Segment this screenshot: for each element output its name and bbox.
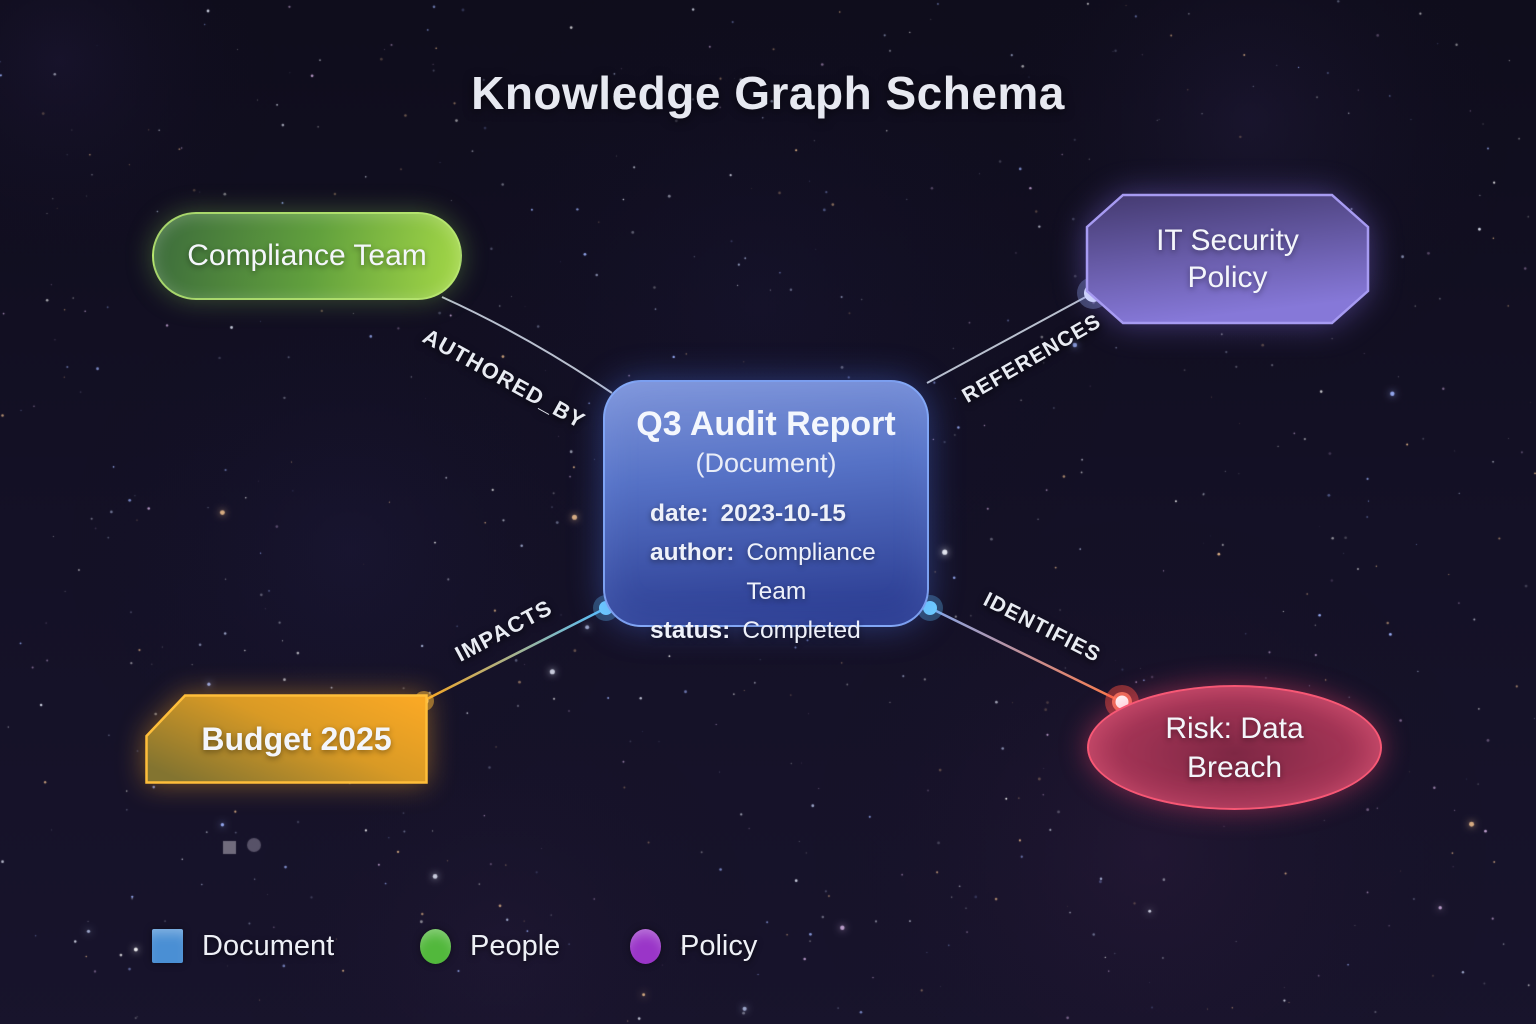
document-node-title: Q3 Audit Report [636, 405, 896, 443]
property-key: author: [650, 539, 735, 566]
page-title: Knowledge Graph Schema [471, 67, 1065, 119]
node-compliance-team: Compliance Team [152, 212, 462, 300]
property-value: Completed [742, 617, 861, 644]
node-it-security-policy-label: IT Security Policy [1156, 223, 1299, 295]
document-node-type: (Document) [695, 448, 837, 478]
node-budget-2025: Budget 2025 [145, 694, 428, 784]
node-risk-data-breach-label: Risk: Data Breach [1165, 711, 1304, 784]
legend-item-people: People [420, 926, 560, 966]
edge-authored-by [441, 296, 613, 394]
node-it-security-policy: IT Security Policy [1085, 193, 1370, 325]
property-value: 2023-10-15 [720, 500, 846, 527]
legend: Document People Policy [0, 926, 1536, 970]
legend-label-policy: Policy [680, 929, 758, 962]
document-properties: date: 2023-10-15 author: Compliance Team… [650, 494, 927, 650]
legend-item-policy: Policy [630, 926, 757, 966]
legend-label-document: Document [202, 929, 335, 962]
property-row-date: date: 2023-10-15 [650, 494, 927, 533]
property-row-author: author: Compliance Team [650, 533, 927, 611]
property-value: Compliance Team [746, 539, 876, 605]
document-swatch-icon [152, 929, 183, 963]
property-row-status: status: Completed [650, 611, 927, 650]
legend-label-people: People [470, 929, 561, 962]
legend-item-document: Document [152, 926, 334, 966]
budget-tag-shape [145, 694, 428, 784]
node-q3-audit-report: Q3 Audit Report (Document) date: 2023-10… [603, 380, 929, 644]
policy-swatch-icon [630, 928, 661, 964]
property-key: status: [650, 617, 731, 644]
node-compliance-team-label: Compliance Team [187, 239, 427, 272]
edge-references [926, 292, 1094, 384]
people-swatch-icon [420, 928, 451, 964]
edge-impacts [424, 606, 607, 702]
node-risk-data-breach: Risk: Data Breach [1087, 685, 1382, 810]
node-budget-2025-label: Budget 2025 [201, 720, 392, 757]
octagon-shape [1085, 193, 1370, 325]
property-key: date: [650, 500, 709, 527]
edge-identifies [929, 606, 1123, 704]
